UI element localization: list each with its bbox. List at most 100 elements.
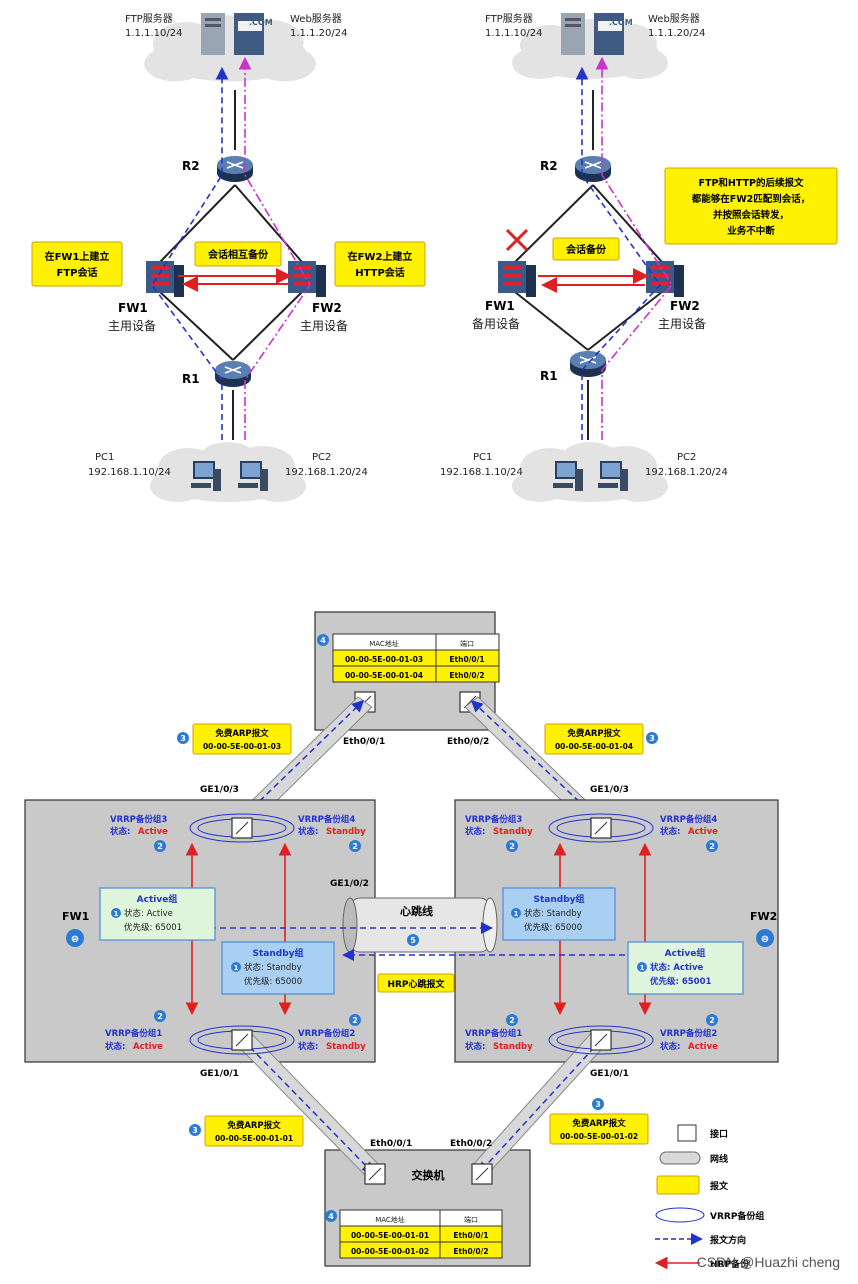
r1-label-2: R1 xyxy=(540,369,558,383)
pc1-ip: 192.168.1.10/24 xyxy=(88,467,171,478)
svg-text:4: 4 xyxy=(328,1212,334,1221)
svg-text:VRRP备份组2: VRRP备份组2 xyxy=(298,1028,355,1039)
pc1-label: PC1 xyxy=(95,452,114,463)
router-r1-icon-2 xyxy=(569,350,607,378)
svg-text:Standby: Standby xyxy=(493,827,533,837)
pc1-ip-2: 192.168.1.10/24 xyxy=(440,467,523,478)
legend-message-icon xyxy=(656,1175,700,1195)
svg-text:端口: 端口 xyxy=(460,639,474,648)
fw1-note-1: 在FW1上建立 xyxy=(45,250,110,263)
fw1-role: 主用设备 xyxy=(108,319,156,333)
pc1-label-2: PC1 xyxy=(473,452,492,463)
svg-text:2: 2 xyxy=(709,1016,715,1025)
svg-text:Eth0/0/2: Eth0/0/2 xyxy=(449,671,484,680)
ftp-server-icon xyxy=(201,13,225,55)
pc2-ip: 192.168.1.20/24 xyxy=(285,467,368,478)
svg-text:Standby组: Standby组 xyxy=(252,947,303,959)
svg-text:3: 3 xyxy=(192,1126,198,1135)
svg-text:状态: Active: 状态: Active xyxy=(124,908,173,919)
pc2-label-2: PC2 xyxy=(677,452,696,463)
eth-bot-right: Eth0/0/2 xyxy=(450,1139,492,1149)
svg-text:优先级: 65001: 优先级: 65001 xyxy=(650,976,712,987)
svg-text:状态: Active: 状态: Active xyxy=(650,962,703,973)
svg-text:Eth0/0/2: Eth0/0/2 xyxy=(453,1247,488,1256)
svg-text:00-00-5E-00-01-04: 00-00-5E-00-01-04 xyxy=(555,742,633,751)
svg-text:VRRP备份组2: VRRP备份组2 xyxy=(660,1028,717,1039)
fw2-label-2: FW2 xyxy=(670,299,700,313)
fw2-role: 主用设备 xyxy=(300,319,348,333)
svg-text:状态:: 状态: xyxy=(298,1041,318,1052)
fw1-vrrp4: VRRP备份组4 状态: Standby 2 xyxy=(298,814,366,852)
fw2-icon-2 xyxy=(646,261,684,297)
fw1-vrrp2: 2 VRRP备份组2 状态: Standby xyxy=(298,1014,366,1052)
svg-text:状态:: 状态: xyxy=(465,1041,485,1052)
web-server-label-2: Web服务器 xyxy=(648,12,700,25)
fw2-note-1: 在FW2上建立 xyxy=(348,250,413,263)
arp-note-top-left: 3 免费ARP报文 00-00-5E-00-01-03 xyxy=(177,723,292,755)
svg-text:Active组: Active组 xyxy=(665,947,706,959)
svg-text:Standby组: Standby组 xyxy=(533,893,584,905)
svg-text:Active: Active xyxy=(133,1042,163,1052)
svg-text:3: 3 xyxy=(180,734,186,743)
eth-top-left: Eth0/0/1 xyxy=(343,737,385,747)
svg-text:优先级: 65000: 优先级: 65000 xyxy=(524,922,582,933)
svg-text:VRRP备份组4: VRRP备份组4 xyxy=(298,814,355,825)
fw2-vrrp2: 2 VRRP备份组2 状态: Active xyxy=(660,1014,718,1052)
svg-text:2: 2 xyxy=(352,842,358,851)
fw1-label: FW1 xyxy=(118,301,148,315)
svg-text:1: 1 xyxy=(114,910,119,918)
svg-text:优先级: 65001: 优先级: 65001 xyxy=(124,922,182,933)
web-server-ip-2: 1.1.1.20/24 xyxy=(648,28,705,39)
fw1-label-2: FW1 xyxy=(485,299,515,313)
legend-cable-icon xyxy=(659,1151,701,1165)
svg-text:免费ARP报文: 免费ARP报文 xyxy=(572,1118,626,1129)
svg-text:1: 1 xyxy=(514,910,519,918)
heartbeat-label: 心跳线 xyxy=(400,904,433,918)
fw1-standby-group: Standby组 1 状态: Standby 优先级: 65000 xyxy=(221,941,335,995)
svg-text:Active: Active xyxy=(688,1042,718,1052)
ftp-server-ip: 1.1.1.10/24 xyxy=(125,28,182,39)
note-line-2: 都能够在FW2匹配到会话， xyxy=(691,193,811,205)
fw1-vrrp3: VRRP备份组3 状态: Active 2 xyxy=(110,814,168,852)
top-left-panel: .COM FTP服务器 1.1.1.10/24 Web服务器 1.1.1.20/… xyxy=(31,12,426,502)
svg-text:状态:: 状态: xyxy=(660,1041,680,1052)
r1-label: R1 xyxy=(182,372,200,386)
svg-text:Eth0/0/1: Eth0/0/1 xyxy=(453,1231,488,1240)
arp-note-bottom-left: 3 免费ARP报文 00-00-5E-00-01-01 xyxy=(189,1115,304,1147)
svg-text:免费ARP报文: 免费ARP报文 xyxy=(215,728,269,739)
eth-top-right: Eth0/0/2 xyxy=(447,737,489,747)
lan-cloud xyxy=(150,442,306,502)
svg-text:免费ARP报文: 免费ARP报文 xyxy=(227,1120,281,1131)
internet-cloud xyxy=(144,15,316,82)
web-server-label: Web服务器 xyxy=(290,12,342,25)
svg-text:00-00-5E-00-01-03: 00-00-5E-00-01-03 xyxy=(203,742,281,751)
svg-text:接口: 接口 xyxy=(710,1128,728,1140)
svg-text:2: 2 xyxy=(157,842,163,851)
fw2-label: FW2 xyxy=(312,301,342,315)
svg-text:3: 3 xyxy=(595,1100,601,1109)
note-line-3: 并按照会话转发， xyxy=(713,209,789,221)
top-right-panel: .COM FTP服务器 1.1.1.10/24 Web服务器 1.1.1.20/… xyxy=(440,12,838,502)
pc2-ip-2: 192.168.1.20/24 xyxy=(645,467,728,478)
fw2-ge103-icon xyxy=(590,817,612,839)
svg-text:00-00-5E-00-01-02: 00-00-5E-00-01-02 xyxy=(351,1247,429,1256)
fw1-vrrp1: 2 VRRP备份组1 状态: Active xyxy=(105,1010,166,1052)
fw1-ge101-icon xyxy=(231,1029,253,1051)
fw2-ge-top: GE1/0/3 xyxy=(590,785,629,795)
svg-text:00-00-5E-00-01-02: 00-00-5E-00-01-02 xyxy=(560,1132,638,1141)
svg-text:网线: 网线 xyxy=(710,1153,728,1165)
svg-text:Standby: Standby xyxy=(326,827,366,837)
fw1-ge-top: GE1/0/3 xyxy=(200,785,239,795)
svg-text:2: 2 xyxy=(352,1016,358,1025)
pc2-label: PC2 xyxy=(312,452,331,463)
svg-text:VRRP备份组1: VRRP备份组1 xyxy=(105,1028,162,1039)
fw2-bottom-label: FW2 xyxy=(750,910,777,923)
bot-switch-eth1-icon xyxy=(364,1163,386,1185)
svg-text:Standby: Standby xyxy=(493,1042,533,1052)
svg-text:2: 2 xyxy=(709,842,715,851)
svg-text:状态:: 状态: xyxy=(298,826,318,837)
svg-text:状态:: 状态: xyxy=(660,826,680,837)
r2-label: R2 xyxy=(182,159,200,173)
fw1-bottom-label: FW1 xyxy=(62,910,89,923)
fw1-active-group: Active组 1 状态: Active 优先级: 65001 xyxy=(99,887,216,941)
